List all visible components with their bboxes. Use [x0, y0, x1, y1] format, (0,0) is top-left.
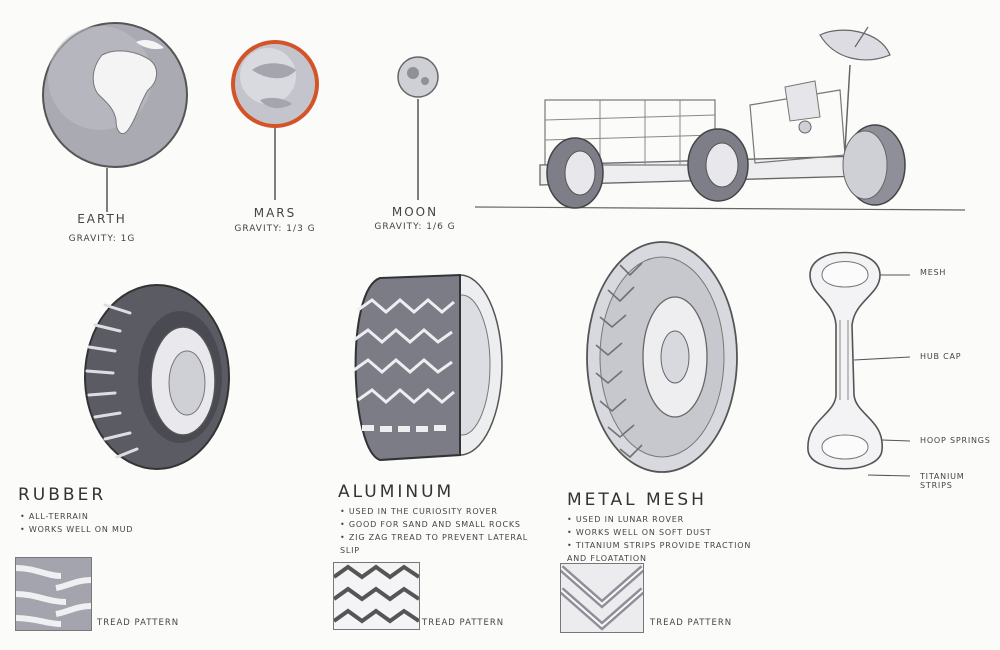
callout-hub-cap: Hub cap	[920, 352, 962, 361]
mars-icon	[231, 40, 319, 200]
moon-label: Moon	[391, 205, 439, 219]
spring-element-icon	[807, 251, 911, 477]
moon-gravity: Gravity: 1/6 G	[374, 222, 456, 232]
list-item: Used in lunar rover	[567, 513, 767, 526]
mesh-wheel-icon	[586, 241, 738, 473]
list-item: Works well on soft dust	[567, 526, 767, 539]
list-item: Used in the Curiosity rover	[340, 505, 540, 518]
callout-titanium-strips: Titanium strips	[920, 472, 965, 490]
earth-icon	[42, 22, 188, 212]
list-item: Works well on mud	[20, 523, 133, 536]
list-item: All-terrain	[20, 510, 133, 523]
aluminum-tread-label: Tread pattern	[422, 618, 505, 628]
mars-gravity: Gravity: 1/3 G	[234, 224, 316, 234]
aluminum-tread-swatch	[333, 562, 420, 630]
callout-mesh: Mesh	[920, 268, 947, 277]
aluminum-notes: Used in the Curiosity rover Good for san…	[340, 505, 540, 557]
callout-hoop-springs: Hoop springs	[920, 436, 991, 445]
earth-label: Earth	[77, 212, 127, 226]
lunar-rover-icon	[474, 26, 966, 211]
earth-gravity: Gravity: 1G	[68, 234, 136, 244]
mesh-title: Metal Mesh	[567, 490, 707, 510]
list-item: Zig zag tread to prevent lateral slip	[340, 531, 540, 557]
moon-icon	[397, 56, 439, 200]
mesh-tread-swatch	[560, 563, 644, 633]
rubber-title: Rubber	[18, 485, 107, 505]
mesh-tread-label: Tread pattern	[650, 618, 733, 628]
list-item: Good for sand and small rocks	[340, 518, 540, 531]
rubber-tread-label: Tread pattern	[97, 618, 180, 628]
rubber-tire-icon	[84, 284, 230, 470]
aluminum-title: Aluminum	[338, 482, 455, 502]
aluminum-wheel-icon	[353, 273, 503, 462]
mesh-notes: Used in lunar rover Works well on soft d…	[567, 513, 767, 565]
rubber-notes: All-terrain Works well on mud	[20, 510, 133, 536]
mars-label: Mars	[253, 206, 297, 220]
list-item: Titanium strips provide traction and flo…	[567, 539, 767, 565]
rubber-tread-swatch	[15, 557, 92, 631]
